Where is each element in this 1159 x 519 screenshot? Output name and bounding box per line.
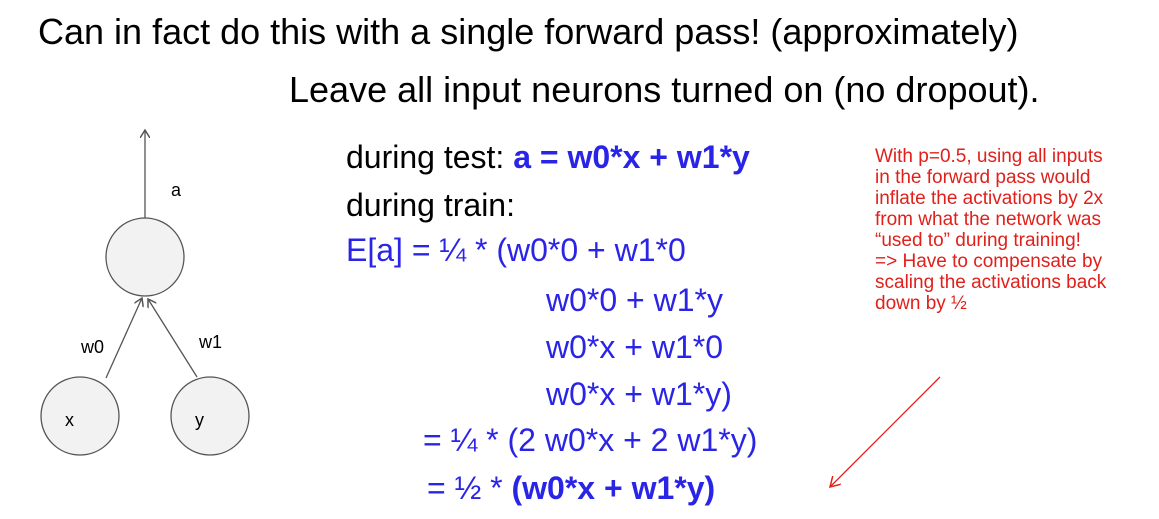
test-prefix: during test: [346,139,514,175]
note-line: scaling the activations back [875,272,1107,293]
note-line: inflate the activations by 2x [875,188,1104,209]
note-line: With p=0.5, using all inputs [875,146,1103,167]
edge-x-to-a [105,298,142,379]
note-arrow [830,376,941,487]
test-equation: during test: a = w0*x + w1*y [346,139,750,175]
edge-y-to-a [148,299,198,378]
compensation-note: With p=0.5, using all inputs in the forw… [875,146,1159,314]
header-line-1: Can in fact do this with a single forwar… [38,11,1019,52]
expectation-line-5: = ¼ * (2 w0*x + 2 w1*y) [423,422,758,458]
input-label-x: x [65,410,74,430]
input-neuron-y [170,376,250,456]
test-expression: a = w0*x + w1*y [513,139,750,175]
weight-label-w1: w1 [198,332,222,352]
input-neuron-x [40,376,120,456]
expectation-line-4: w0*x + w1*y) [546,376,732,412]
note-line: “used to” during training! [875,230,1081,251]
expectation-line-1: E[a] = ¼ * (w0*0 + w1*0 [346,232,686,268]
final-expression: (w0*x + w1*y) [511,470,716,506]
train-label: during train: [346,187,515,223]
expectation-line-2: w0*0 + w1*y [546,282,723,318]
weight-label-w0: w0 [80,337,104,357]
note-line: in the forward pass would [875,167,1091,188]
output-neuron [105,217,185,297]
final-prefix: = ½ * [427,470,512,506]
input-label-y: y [195,410,204,430]
note-line: => Have to compensate by [875,251,1103,272]
note-line: from what the network was [875,209,1101,230]
header-line-2: Leave all input neurons turned on (no dr… [289,69,1040,110]
output-label: a [171,180,182,200]
expectation-line-3: w0*x + w1*0 [546,329,723,365]
note-line: down by ½ [875,293,967,314]
final-equation: = ½ * (w0*x + w1*y) [427,470,715,506]
